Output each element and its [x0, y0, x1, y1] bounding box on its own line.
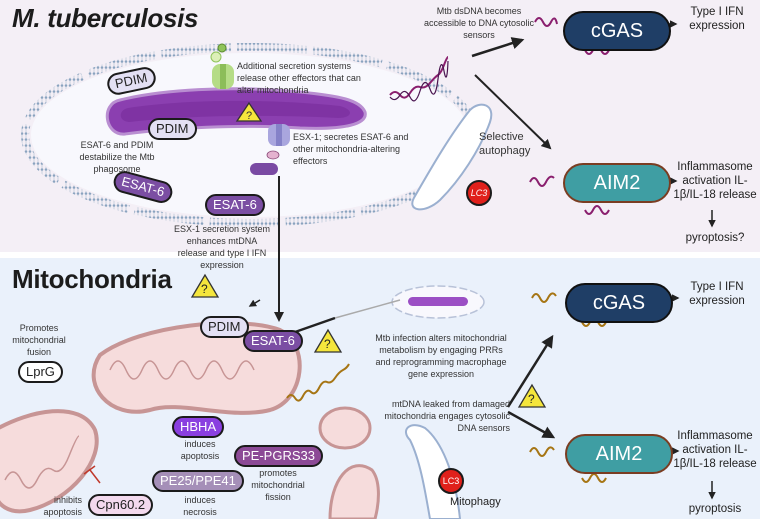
aim2-sensor: AIM2 [563, 163, 671, 203]
esx1-note: ESX-1; secretes ESAT-6 and other mitocho… [293, 132, 409, 166]
warning-icon [235, 101, 263, 122]
mitochondrion-cristae [109, 360, 255, 380]
esat6-pill: ESAT-6 [205, 194, 265, 216]
line-from-vacuole [334, 299, 401, 319]
cgas-output: Type I IFN expression [689, 6, 745, 32]
esat6-pill: ESAT-6 [243, 330, 303, 352]
mtb-title: M. tuberculosis [12, 3, 199, 33]
pe25-note: induces necrosis [183, 495, 217, 517]
arrow-to-cgas-bottom [506, 334, 554, 408]
cgas-sensor: cGAS [565, 283, 673, 323]
inhibition-line [89, 469, 101, 484]
cgas-sensor: cGAS [563, 11, 671, 51]
aim2-output: Inflammasome activation IL-1β/IL-18 rele… [673, 161, 757, 201]
dsdna-note: Mtb dsDNA becomes accessible to DNA cyto… [423, 6, 535, 40]
hbha-pill: HBHA [172, 416, 225, 438]
aim2-output: Inflammasome activation IL-1β/IL-18 rele… [673, 430, 757, 470]
pyroptosis-label: pyroptosis? [685, 232, 745, 244]
warning-question-mark: ? [528, 392, 535, 406]
pdim-pill: PDIM [200, 316, 249, 338]
arrow-to-aim2 [474, 74, 552, 150]
metabolism-note: Mtb infection alters mitochondrial metab… [375, 333, 507, 379]
mtb-bacterium-small [408, 297, 468, 306]
autophagosome [411, 103, 493, 211]
warning-question-mark: ? [324, 337, 331, 351]
warning-icon [190, 273, 547, 408]
phagosome-note: ESAT-6 and PDIM destabilize the Mtb phag… [79, 140, 155, 174]
mtdna-strand [286, 363, 350, 402]
pe25-ppe41-pill: PE25/PPE41 [152, 470, 244, 492]
inhibition-bar [83, 465, 96, 475]
aim2-sensor: AIM2 [565, 434, 673, 474]
mtb-inner [120, 100, 350, 122]
lprg-pill: LprG [18, 361, 63, 383]
mitochondrion-left [0, 409, 99, 514]
mitochondrion-small [318, 406, 372, 450]
hbha-note: induces apoptosis [180, 439, 220, 461]
mtb-dsdna [389, 60, 449, 102]
pyroptosis-label: pyroptosis [688, 503, 742, 515]
arrow-to-cgas [471, 37, 525, 58]
mtb-dsdna [389, 56, 449, 99]
cpn60-note: inhibits apoptosis [43, 495, 82, 517]
lc3-badge: LC3 [466, 180, 492, 206]
cpn60-pill: Cpn60.2 [88, 494, 154, 516]
pdim-pill: PDIM [148, 118, 197, 140]
warning-question-mark: ? [246, 110, 252, 122]
mitochondrion-left-cristae [4, 435, 80, 489]
pe-pgrs33-pill: PE-PGRS33 [234, 445, 323, 467]
esx1-channel-icon [250, 124, 290, 175]
pe-pgrs33-note: promotes mitochondrial fission [251, 468, 305, 502]
mtdna-note: mtDNA leaked from damaged mitochondria e… [384, 399, 510, 433]
arrow-to-aim2-bottom [507, 410, 556, 439]
mitophagy-label: Mitophagy [450, 496, 501, 508]
mitochondrion-small-2 [328, 464, 380, 519]
warning-question-mark: ? [201, 282, 208, 296]
lc3-badge: LC3 [438, 468, 464, 494]
mitochondria-title: Mitochondria [12, 264, 172, 294]
selective-autophagy-label: Selective autophagy [479, 131, 531, 157]
arrow-pdim-curve [248, 299, 261, 307]
cgas-output: Type I IFN expression [689, 281, 745, 307]
secretion-system-icon [210, 43, 234, 89]
esx1-release-note: ESX-1 secretion system enhances mtDNA re… [173, 224, 271, 270]
secretion-note: Additional secretion systems release oth… [237, 61, 361, 95]
lprg-note: Promotes mitochondrial fusion [12, 323, 66, 357]
